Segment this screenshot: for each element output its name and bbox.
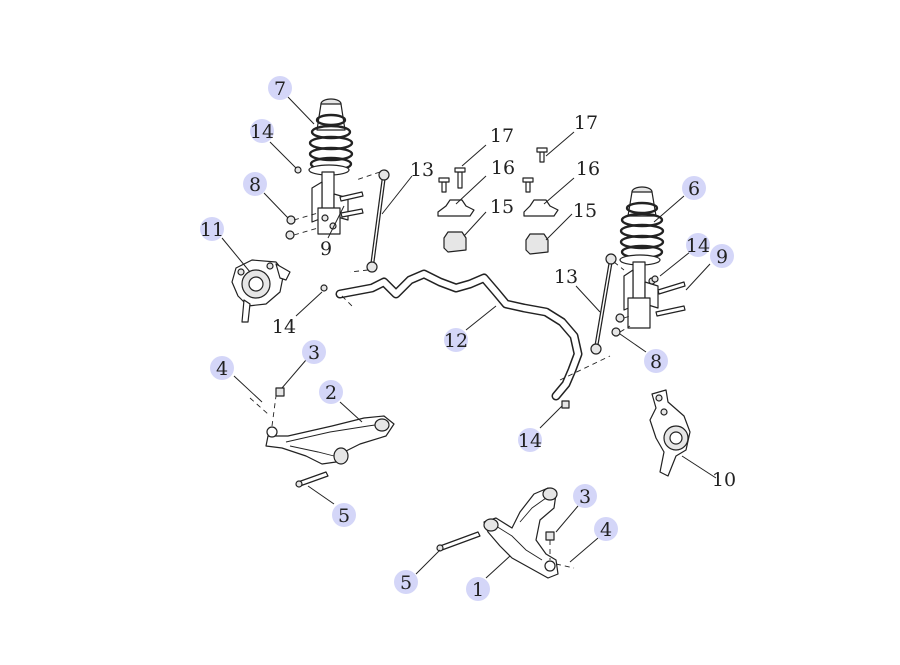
callout-14: 14 — [250, 119, 274, 143]
callout-14: 14 — [686, 233, 710, 257]
callout-number: 4 — [600, 519, 612, 541]
callout-number: 9 — [716, 246, 728, 268]
callout-bubble — [268, 76, 292, 100]
callout-bubble — [394, 570, 418, 594]
left-stabilizer-link — [349, 169, 390, 273]
callout-bubble — [686, 233, 710, 257]
callout-4: 4 — [210, 356, 234, 380]
callout-bubble — [594, 517, 618, 541]
callout-bubble — [302, 340, 326, 364]
callout-bubble — [573, 484, 597, 508]
callout-16: 16 — [576, 158, 600, 180]
callout-14: 14 — [272, 316, 296, 338]
callout-number: 5 — [400, 572, 412, 594]
callout-number: 8 — [249, 174, 261, 196]
right-knuckle — [649, 389, 691, 477]
callout-10: 10 — [712, 469, 736, 491]
callout-bubble — [518, 428, 542, 452]
callout-17: 17 — [574, 112, 598, 134]
callout-number: 14 — [686, 235, 710, 257]
callout-number: 16 — [491, 157, 515, 179]
callout-number: 1 — [472, 579, 484, 601]
right-stabilizer-link — [590, 253, 625, 355]
callout-8: 8 — [243, 172, 267, 196]
callout-4: 4 — [594, 517, 618, 541]
callout-8: 8 — [644, 349, 668, 373]
callout-bubble — [200, 217, 224, 241]
callout-number: 15 — [490, 196, 514, 218]
callout-bubble — [332, 503, 356, 527]
callout-number: 3 — [579, 486, 591, 508]
callout-bubble — [319, 380, 343, 404]
callout-5: 5 — [394, 570, 418, 594]
callout-number: 17 — [574, 112, 598, 134]
callout-3: 3 — [573, 484, 597, 508]
callout-number: 11 — [200, 219, 224, 241]
callout-number: 5 — [338, 505, 350, 527]
callout-number: 7 — [274, 78, 286, 100]
callout-15: 15 — [490, 196, 514, 218]
callout-bubble — [444, 328, 468, 352]
callout-number: 3 — [308, 342, 320, 364]
callout-6: 6 — [682, 176, 706, 200]
right-lower-control-arm — [436, 487, 575, 579]
callout-bubble — [644, 349, 668, 373]
callout-bubble — [243, 172, 267, 196]
callout-bubble — [682, 176, 706, 200]
callout-5: 5 — [332, 503, 356, 527]
callout-12: 12 — [444, 328, 468, 352]
callout-number: 15 — [573, 200, 597, 222]
callout-2: 2 — [319, 380, 343, 404]
left-knuckle-hub — [231, 259, 291, 323]
callout-number: 2 — [325, 382, 337, 404]
callout-bubble — [250, 119, 274, 143]
callout-number: 14 — [518, 430, 542, 452]
left-strut-assembly — [285, 98, 364, 240]
callout-14: 14 — [518, 428, 542, 452]
callout-bubble — [710, 244, 734, 268]
callout-number: 4 — [216, 358, 228, 380]
callout-13: 13 — [410, 159, 434, 181]
leader-lines — [221, 96, 717, 579]
callout-3: 3 — [302, 340, 326, 364]
callout-9: 9 — [710, 244, 734, 268]
callout-number: 13 — [410, 159, 434, 181]
callout-number: 13 — [554, 266, 578, 288]
callout-number: 8 — [650, 351, 662, 373]
callout-number: 6 — [688, 178, 700, 200]
stabilizer-clamps — [437, 147, 559, 255]
callout-number: 14 — [272, 316, 296, 338]
callout-7: 7 — [268, 76, 292, 100]
callout-bubble — [466, 577, 490, 601]
callout-17: 17 — [490, 125, 514, 147]
loose-nuts — [320, 275, 659, 409]
left-lower-control-arm — [249, 387, 395, 488]
callout-number: 17 — [490, 125, 514, 147]
callout-16: 16 — [491, 157, 515, 179]
callout-number: 16 — [576, 158, 600, 180]
stabilizer-bar — [335, 269, 611, 401]
callout-9: 9 — [320, 238, 332, 260]
callout-11: 11 — [200, 217, 224, 241]
callout-number: 10 — [712, 469, 736, 491]
callout-number: 12 — [444, 330, 468, 352]
right-strut-assembly — [611, 186, 686, 337]
callout-15: 15 — [573, 200, 597, 222]
callout-number: 14 — [250, 121, 274, 143]
callout-13: 13 — [554, 266, 578, 288]
callout-1: 1 — [466, 577, 490, 601]
callout-number: 9 — [320, 238, 332, 260]
callout-bubble — [210, 356, 234, 380]
